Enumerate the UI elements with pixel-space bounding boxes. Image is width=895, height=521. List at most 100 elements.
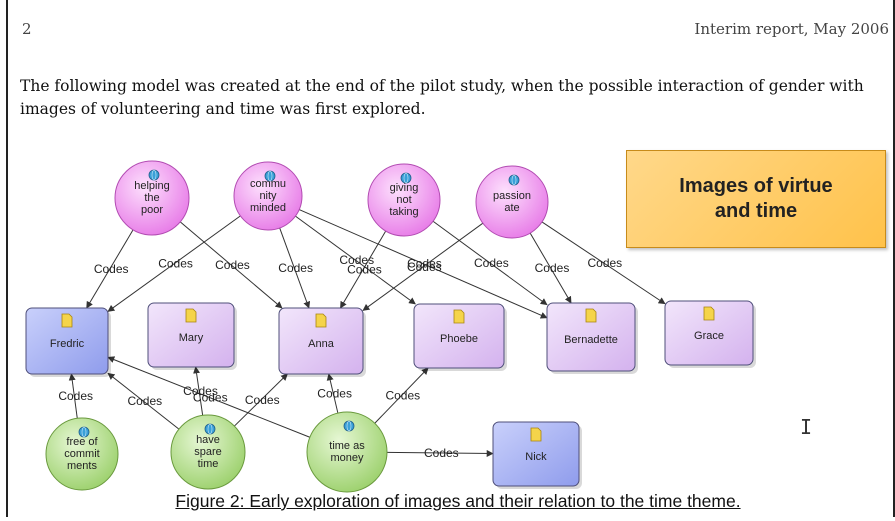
case-node-label: Mary [179,332,204,344]
code-node-label: ments [67,460,97,472]
case-node-label: Phoebe [440,333,478,345]
edge-label: Codes [347,263,382,277]
code-node-label: not [396,194,411,206]
globe-icon [148,169,160,181]
edge-label: Codes [278,261,313,275]
edge-label: Codes [245,393,280,407]
diagram-title: Images of virtue and time [679,175,833,222]
case-node-phoebe[interactable]: Phoebe [413,303,507,371]
edge-label: Codes [535,261,570,275]
document-icon [703,306,715,321]
edge-label: Codes [317,387,352,401]
edge-community-bernadette [298,209,548,319]
code-node-label: spare [194,446,222,458]
code-node-label: the [144,192,159,204]
globe-icon [343,420,355,432]
code-node-label: free of [66,436,98,448]
case-node-anna[interactable]: Anna [278,307,366,377]
edge-passion-grace [541,221,666,305]
edge-label: Codes [407,260,442,274]
figure-caption: Figure 2: Early exploration of images an… [175,491,741,511]
edge-giving-bernadette [432,220,548,306]
globe-icon [78,426,90,438]
edge-passion-bernadette [529,232,572,304]
edge-spare-fredric [107,372,180,430]
code-node-label: have [196,434,220,446]
edge-money-phoebe [374,367,429,424]
case-node-label: Grace [694,330,724,342]
document-icon [453,309,465,324]
edge-money-fredric [107,356,310,438]
case-node-mary[interactable]: Mary [147,302,237,370]
edge-label: Codes [474,256,509,270]
edge-community-anna [279,227,311,309]
edge-label: Codes [385,389,420,403]
edge-label: Codes [587,256,622,270]
code-node-label: commu [250,178,286,190]
code-node-label: nity [259,190,277,202]
case-node-grace[interactable]: Grace [664,300,756,368]
edge-helping-fredric [86,229,134,309]
code-node-label: giving [390,182,419,194]
diagram-title-box: Images of virtue and time [626,150,886,248]
text-cursor-icon: I [800,415,813,439]
globe-icon [400,172,412,184]
globe-icon [508,174,520,186]
document-icon [530,427,542,442]
edge-label: Codes [58,389,93,403]
case-node-label: Nick [525,451,547,463]
edge-community-fredric [107,215,241,312]
edge-money-anna [326,373,339,414]
code-node-label: taking [389,206,418,218]
code-node-label: helping [134,180,169,192]
code-node-label: passion [493,190,531,202]
edge-label: Codes [183,384,218,398]
edge-passion-anna [362,222,484,311]
edge-community-phoebe [295,215,416,305]
document-icon [585,308,597,323]
edge-label: Codes [127,394,162,408]
case-node-label: Anna [308,338,335,350]
edge-label: Codes [339,253,374,267]
document-icon [315,313,327,328]
case-node-nick[interactable]: Nick [492,421,582,489]
edge-spare-mary [193,366,204,416]
case-node-label: Bernadette [564,334,618,346]
edge-label: Codes [407,257,442,271]
edge-label: Codes [94,262,129,276]
code-node-label: time [198,458,219,470]
document-icon [61,313,73,328]
code-node-label: minded [250,202,286,214]
edge-label: Codes [215,258,250,272]
case-node-bernadette[interactable]: Bernadette [546,302,638,374]
code-node-label: ate [504,202,519,214]
case-node-label: Fredric [50,338,85,350]
page-frame [6,0,895,517]
code-node-label: commit [64,448,99,460]
globe-icon [204,423,216,435]
code-node-label: poor [141,204,163,216]
edge-label: Codes [193,390,228,404]
edge-money-nick [386,449,494,457]
intro-paragraph: The following model was created at the e… [20,77,864,118]
running-head: Interim report, May 2006 [694,20,889,38]
edge-giving-anna [339,230,387,309]
edge-helping-anna [179,221,283,309]
case-node-fredric[interactable]: Fredric [25,307,111,377]
document-icon [185,308,197,323]
edge-free-fredric [68,373,78,419]
globe-icon [264,170,276,182]
page-number: 2 [22,20,32,38]
edge-spare-anna [234,373,288,427]
code-node-label: money [330,452,364,464]
edge-label: Codes [424,446,459,460]
edge-label: Codes [158,257,193,271]
